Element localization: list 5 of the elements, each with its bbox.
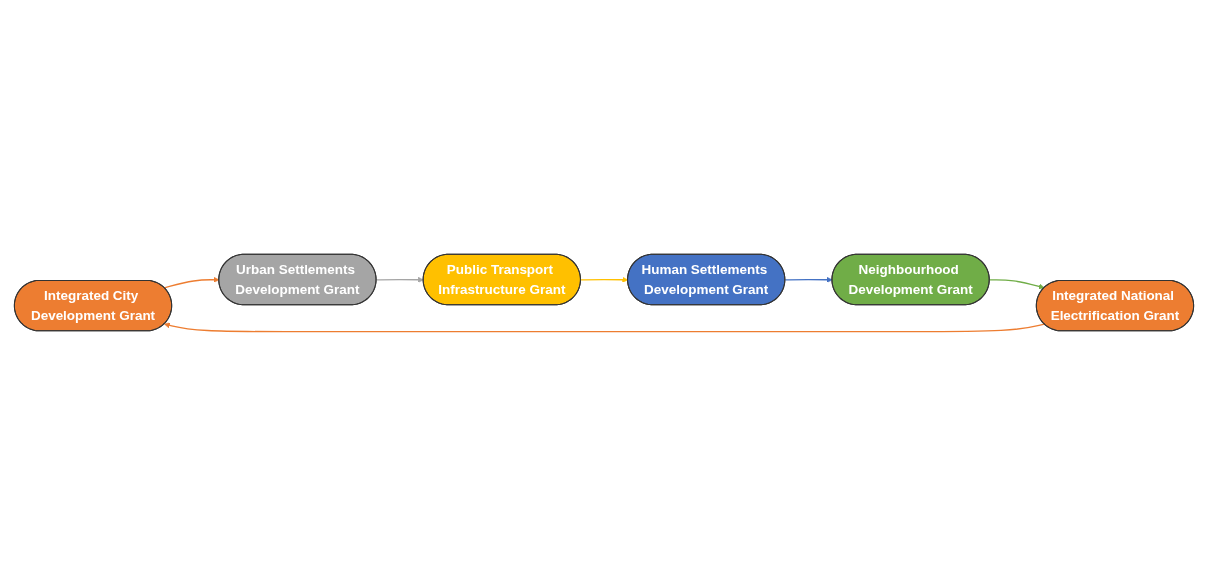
arrow [163, 322, 1045, 333]
arrow [579, 276, 628, 283]
arrow [375, 276, 424, 283]
arrow [988, 279, 1045, 290]
arrow [163, 276, 219, 289]
